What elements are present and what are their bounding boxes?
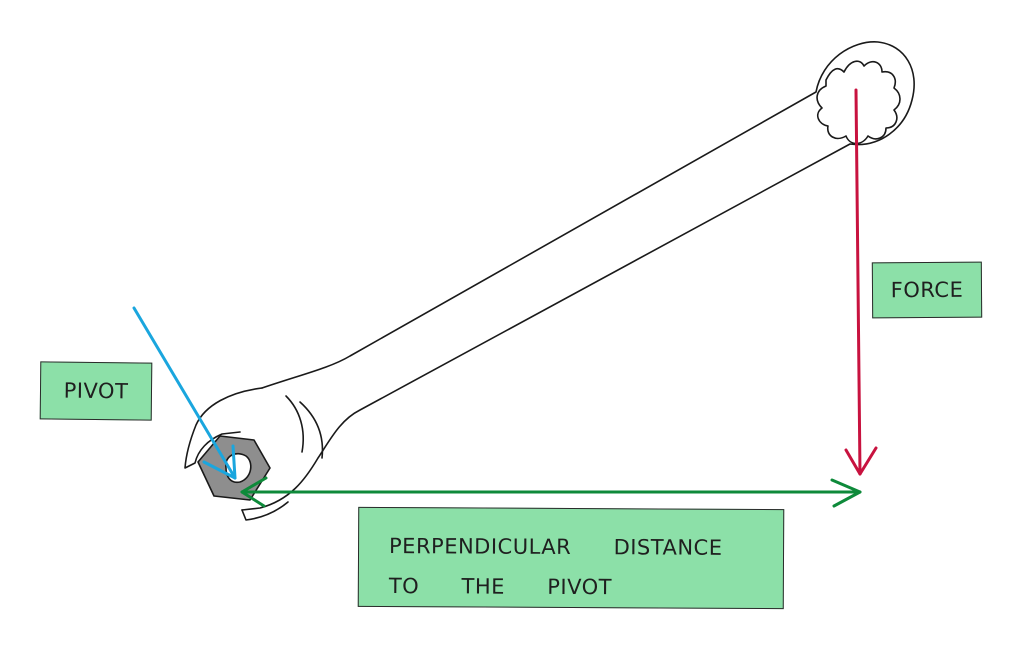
force-arrow	[844, 88, 878, 476]
distance-arrow	[240, 476, 862, 508]
spanner-handle-outline	[241, 41, 915, 511]
distance-label-line-1: PERPENDICULAR DISTANCE	[388, 534, 723, 560]
spanner-jaw-lower	[241, 501, 289, 521]
distance-label-line-2: TO THE PIVOT	[388, 574, 613, 600]
force-arrow-head	[844, 446, 878, 476]
spanner-icon	[184, 41, 915, 521]
spanner-jaw-outline	[184, 387, 263, 469]
pivot-label: PIVOT	[39, 361, 153, 421]
pivot-arrow-shaft	[132, 306, 237, 480]
spanner-ring-opening	[816, 60, 901, 145]
perpendicular-distance-label: PERPENDICULAR DISTANCE TO THE PIVOT	[357, 506, 785, 610]
force-label: FORCE	[871, 261, 983, 319]
distance-arrow-head-left	[240, 476, 268, 508]
spanner-jaw-inner-1	[285, 395, 304, 453]
pivot-arrow	[132, 306, 237, 480]
pivot-arrow-head	[202, 444, 237, 480]
spanner-jaw-inner-2	[299, 401, 324, 459]
distance-arrow-head-right	[830, 478, 862, 508]
force-arrow-shaft	[854, 88, 862, 476]
